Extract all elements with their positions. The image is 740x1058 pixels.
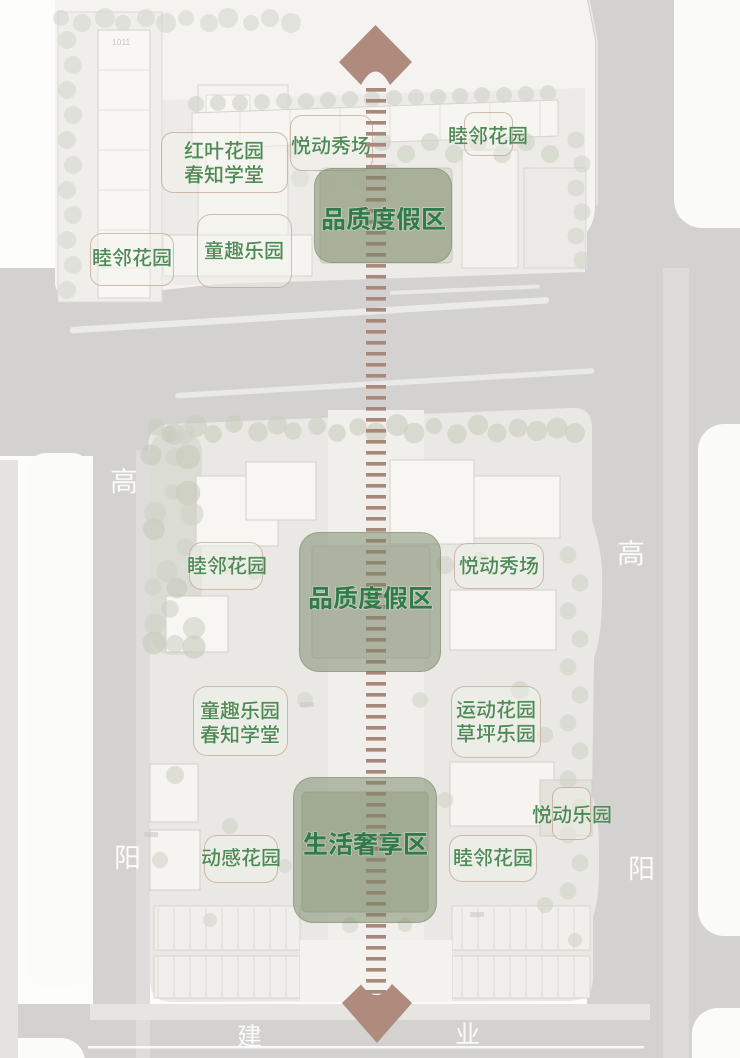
parcel-northeast [674,0,740,228]
road-name-glyphs [618,539,644,566]
parcel-west [26,453,92,987]
road-markings [69,0,689,1058]
zone-label-glyphs [304,579,437,616]
trees-main-parcel [140,414,589,947]
amenity-label-redleaf-garden-spring-school: 红叶花园春知学堂 [161,132,288,193]
zone-box-life-luxury-south: 生活奢享区 [293,777,437,923]
amenity-label-show-stage-central: 悦动秀场 [454,543,544,589]
amenity-label-glyphs [444,120,532,150]
amenity-label-glyphs [183,550,271,580]
road-name-glyphs [237,1023,261,1047]
road-name-glyphs [111,467,136,494]
road-name-glyphs [456,1021,479,1044]
amenity-label-sports-garden-lawn-park: 运动花园草坪乐园 [451,686,541,758]
plot-number: 1011 [112,37,131,47]
amenity-label-glyphs [449,842,537,872]
amenity-label-neighbor-garden-west: 睦邻花园 [189,542,263,590]
road-name-glyphs [115,845,139,870]
amenity-label-dynamic-garden: 动感花园 [204,835,278,883]
amenity-label-neighbor-garden-northwest: 睦邻花园 [90,233,174,286]
zone-label-glyphs [317,200,450,237]
amenity-label-joy-park-southeast: 悦动乐园 [552,787,591,840]
amenity-label-glyphs [528,799,616,829]
amenity-label-glyphs [88,242,176,272]
parcel-southwest [0,1038,85,1058]
parcel-east [698,424,740,936]
zone-box-quality-holiday-north: 品质度假区 [314,168,452,263]
amenity-label-neighbor-garden-northeast: 睦邻花园 [464,112,513,156]
amenity-label-glyphs [200,235,288,265]
amenity-label-neighbor-garden-south: 睦邻花园 [449,835,537,882]
amenity-label-glyphs [287,130,375,160]
parcel-southeast [692,1008,740,1058]
zone-box-quality-holiday-central: 品质度假区 [299,532,441,672]
amenity-label-kids-park-spring-school-south: 童趣乐园春知学堂 [193,686,288,756]
amenity-label-glyphs [196,695,284,749]
amenity-label-kids-park-north: 童趣乐园 [197,214,292,288]
amenity-label-glyphs [197,842,285,872]
amenity-label-show-stage-north: 悦动秀场 [290,115,373,171]
zone-label-glyphs [299,825,432,862]
amenity-label-glyphs [452,694,540,748]
retail-strip-hatch [157,908,591,998]
amenity-label-glyphs [455,550,543,580]
road-name-glyphs [629,856,653,881]
amenity-label-glyphs [180,135,268,189]
